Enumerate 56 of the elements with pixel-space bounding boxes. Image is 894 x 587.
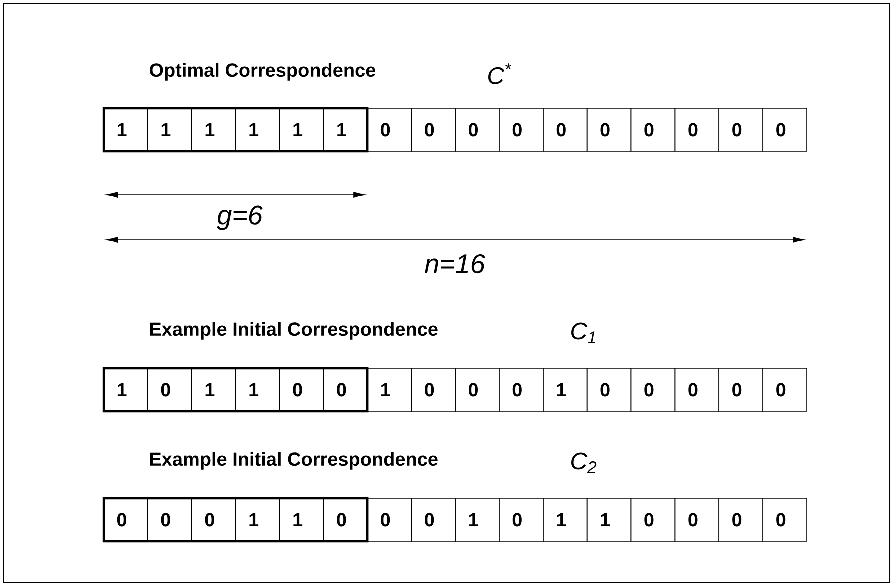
table-cell: 0 — [586, 108, 632, 152]
label: 1 — [118, 123, 127, 137]
table-cell: 0 — [674, 108, 720, 152]
table-cell: 0 — [455, 108, 500, 152]
table-cell: 1 — [192, 368, 236, 412]
dimension-label: g=6 — [217, 206, 263, 230]
table-cell: 0 — [367, 498, 412, 542]
table-cell: 0 — [762, 498, 808, 542]
table-cell: 0 — [499, 108, 544, 152]
row-heading: Example Initial Correspondence — [150, 322, 438, 340]
table-cell: 1 — [455, 498, 500, 542]
table-cell: 0 — [674, 498, 720, 542]
variable-symbol: C$_{1}$ — [572, 322, 596, 344]
table-cell: 0 — [718, 108, 764, 152]
table-cell: 0 — [630, 498, 676, 542]
dimension-label: n=16 — [425, 254, 486, 274]
table-cell: 0 — [718, 368, 764, 412]
table-cell: 1 — [543, 498, 588, 542]
table-cell: 1 — [235, 498, 280, 542]
table-cell: 1 — [279, 108, 324, 152]
table-cell: 0 — [762, 108, 808, 152]
variable-symbol: C$_{2}$ — [572, 452, 597, 474]
table-cell: 1 — [148, 108, 192, 152]
table-cell: 0 — [323, 498, 368, 542]
table-cell: 0 — [192, 498, 236, 542]
table-cell: 0 — [718, 498, 764, 542]
table-cell: 0 — [499, 368, 544, 412]
table-cell: 0 — [323, 368, 368, 412]
table-cell: 1 — [323, 108, 368, 152]
row-heading: Example Initial Correspondence — [150, 452, 438, 470]
table-cell: 1 — [586, 498, 632, 542]
table-cell: 1 — [192, 108, 236, 152]
table-cell: 1 — [367, 368, 412, 412]
table-cell: 0 — [630, 368, 676, 412]
table-cell: 1 — [543, 368, 588, 412]
table-cell: 0 — [543, 108, 588, 152]
table-cell: 0 — [762, 368, 808, 412]
table-cell: 0 — [499, 498, 544, 542]
table-cell: 0 — [630, 108, 676, 152]
label: 1 — [118, 383, 127, 397]
table-cell: 0 — [411, 498, 456, 542]
table-cell: 0 — [148, 498, 192, 542]
table-cell: 0 — [455, 368, 500, 412]
table-cell: 1 — [279, 498, 324, 542]
variable-symbol: C$^{*}$ — [488, 64, 512, 84]
table-cell: 1 — [235, 108, 280, 152]
table-cell: 0 — [586, 368, 632, 412]
table-cell: 0 — [367, 108, 412, 152]
table-cell: 0 — [411, 368, 456, 412]
label: 0 — [117, 513, 127, 527]
table-cell: 1 — [235, 368, 280, 412]
table-cell: 0 — [674, 368, 720, 412]
table-cell: 0 — [279, 368, 324, 412]
row-heading: Optimal Correspondence — [150, 63, 376, 81]
table-cell: 0 — [148, 368, 192, 412]
table-cell: 0 — [411, 108, 456, 152]
